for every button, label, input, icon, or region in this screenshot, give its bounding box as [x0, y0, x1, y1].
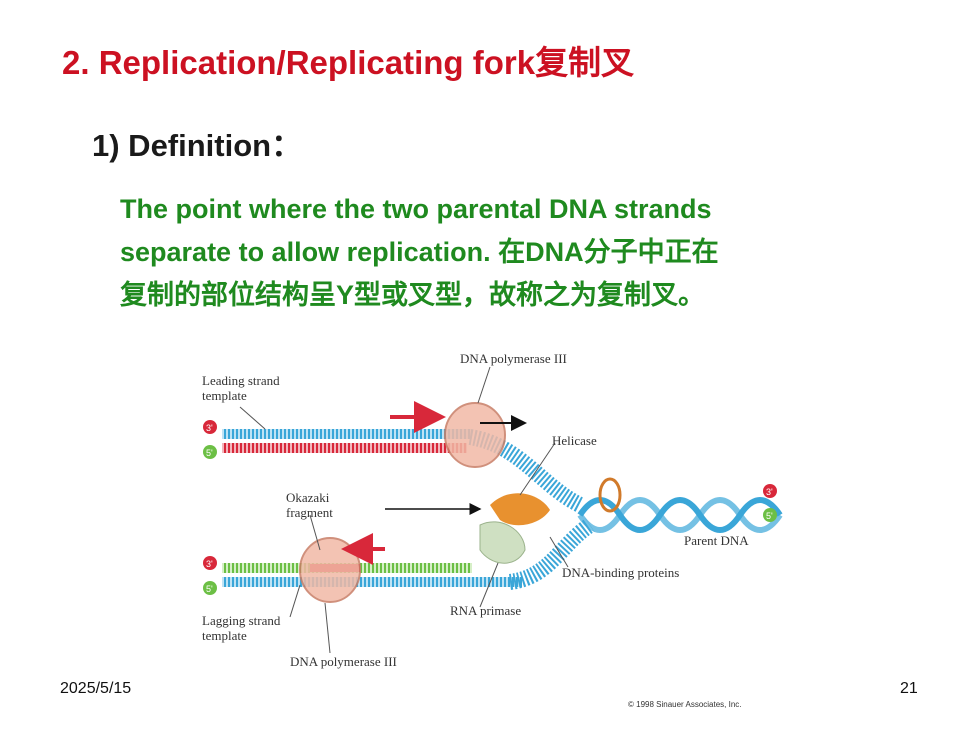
pointer-line: [309, 514, 321, 551]
parent-dna-helix-2: [577, 497, 783, 533]
end-marker: [203, 445, 217, 459]
dna-binding-protein: [598, 477, 622, 513]
label-parent-dna: Parent DNA: [684, 533, 749, 548]
definition-line: The point where the two parental DNA str…: [120, 194, 712, 224]
label-dna-binding-proteins: DNA-binding proteins: [562, 565, 679, 580]
helicase-shape: [490, 493, 550, 526]
pointer-line: [549, 536, 569, 568]
replication-fork-diagram: 3' 5' 3' 5' 3' 5' DNA polymerase III Lea…: [202, 351, 783, 669]
definition-line: separate to allow replication. 在DNA分子中正在: [120, 237, 719, 267]
label-okazaki: Okazaki: [286, 490, 330, 505]
slide-title: 2. Replication/Replicating fork复制叉: [62, 44, 635, 81]
lagging-arm: [508, 518, 595, 590]
leading-new-strand: [222, 443, 467, 453]
end-label: 5': [206, 448, 213, 458]
definition-line: 复制的部位结构呈Y型或叉型，故称之为复制叉。: [120, 280, 706, 310]
label-dna-polymerase-top: DNA polymerase III: [460, 351, 567, 366]
end-label: 5': [206, 584, 213, 594]
definition-text: The point where the two parental DNA str…: [120, 188, 880, 317]
label-dna-polymerase-bottom: DNA polymerase III: [290, 654, 397, 669]
leading-template-strand: [222, 429, 472, 439]
end-label: 3': [206, 423, 213, 433]
pointer-line: [479, 562, 499, 608]
pointer-line: [519, 442, 556, 496]
label-rna-primase: RNA primase: [450, 603, 521, 618]
dna-polymerase-top: [444, 402, 506, 468]
label-okazaki-fragment: fragment: [286, 505, 333, 520]
figure-copyright: © 1998 Sinauer Associates, Inc.: [628, 700, 742, 709]
pointer-line: [289, 584, 301, 618]
label-leading-strand: Leading strand: [202, 373, 280, 388]
label-lagging-template: template: [202, 628, 247, 643]
page-number: 21: [900, 680, 918, 697]
rna-primase-shape: [479, 521, 526, 564]
pointer-line: [324, 602, 331, 654]
end-marker: [203, 556, 217, 570]
end-label: 5': [766, 511, 773, 521]
lagging-template-strand: [222, 577, 522, 587]
end-marker: [763, 508, 777, 522]
pointer-line: [239, 406, 266, 430]
end-label: 3': [766, 487, 773, 497]
label-lagging-strand: Lagging strand: [202, 613, 281, 628]
end-marker: [203, 581, 217, 595]
end-label: 3': [206, 559, 213, 569]
pointer-line: [477, 366, 491, 404]
section-heading: 1) Definition：: [92, 128, 303, 163]
leading-arm: [468, 429, 584, 513]
end-marker: [763, 484, 777, 498]
label-leading-template: template: [202, 388, 247, 403]
parent-dna-helix: [577, 497, 783, 533]
end-marker: [203, 420, 217, 434]
label-helicase: Helicase: [552, 433, 597, 448]
slide-date: 2025/5/15: [60, 680, 132, 697]
